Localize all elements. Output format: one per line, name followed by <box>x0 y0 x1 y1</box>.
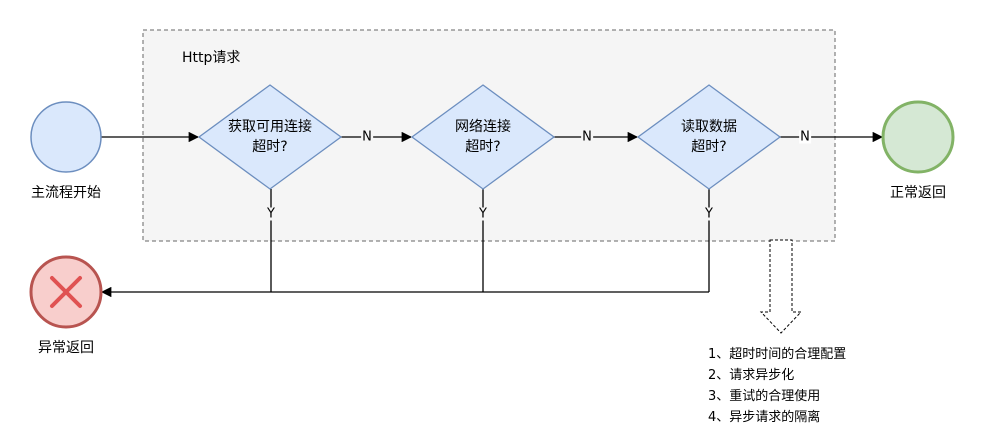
decision-line1: 读取数据 <box>681 119 737 135</box>
connectors <box>100 131 884 298</box>
list-item: 2、请求异步化 <box>708 368 795 383</box>
hollow-down-arrow-icon <box>759 239 803 334</box>
edge-label-yes-2: Y <box>478 206 488 222</box>
decision-line2: 超时? <box>691 139 727 155</box>
edge-label-no-2: N <box>581 129 593 145</box>
edge-label-no-3: N <box>799 129 811 145</box>
decision-read-data <box>636 84 782 190</box>
decision-network-connect <box>410 84 556 190</box>
decision-text-read-data: 读取数据 超时? <box>681 117 737 157</box>
decision-line2: 超时? <box>465 139 501 155</box>
start-node-label: 主流程开始 <box>31 185 101 201</box>
decision-line1: 获取可用连接 <box>228 119 312 135</box>
decision-get-connection <box>197 84 343 190</box>
normal-end-node <box>881 100 955 174</box>
list-item: 3、重试的合理使用 <box>708 389 821 404</box>
edge-label-yes-1: Y <box>266 206 276 222</box>
decision-line1: 网络连接 <box>455 119 511 135</box>
recommendations-list: 1、超时时间的合理配置 2、请求异步化 3、重试的合理使用 4、异步请求的隔离 <box>708 344 846 428</box>
start-node <box>30 101 102 173</box>
decision-text-get-connection: 获取可用连接 超时? <box>228 117 312 157</box>
normal-end-label: 正常返回 <box>890 185 946 201</box>
list-item: 4、异步请求的隔离 <box>708 410 821 425</box>
list-item: 1、超时时间的合理配置 <box>708 347 847 362</box>
error-cross-icon <box>50 276 82 308</box>
decision-line2: 超时? <box>252 139 288 155</box>
edge-label-no-1: N <box>361 129 373 145</box>
decision-text-network-connect: 网络连接 超时? <box>455 117 511 157</box>
group-title: Http请求 <box>182 50 241 66</box>
error-end-label: 异常返回 <box>38 340 94 356</box>
edge-label-yes-3: Y <box>704 206 714 222</box>
